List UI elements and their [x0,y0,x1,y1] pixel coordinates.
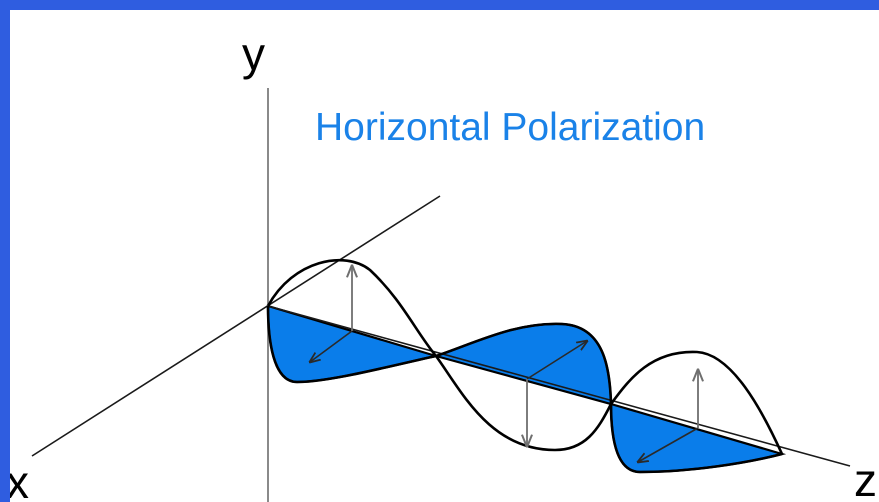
x-axis-label: x [10,456,29,502]
diagram-title: Horizontal Polarization [315,106,705,149]
z-axis-line [267,305,851,467]
diagram-canvas: y x z Horizontal Polarization [10,10,879,502]
y-axis-label: y [242,28,265,80]
horizontal-lobe-3 [609,402,787,474]
horizontal-field-arrow-1 [310,330,353,362]
horizontal-field-arrow-2 [526,341,587,380]
horizontal-field-arrow-3 [638,427,699,462]
x-axis-line [31,195,441,457]
horizontal-wave-curve [266,305,783,474]
vertical-wave-curve [266,258,784,455]
polarization-diagram: y x z Horizontal Polarization [10,28,877,502]
z-axis-label: z [854,454,877,502]
